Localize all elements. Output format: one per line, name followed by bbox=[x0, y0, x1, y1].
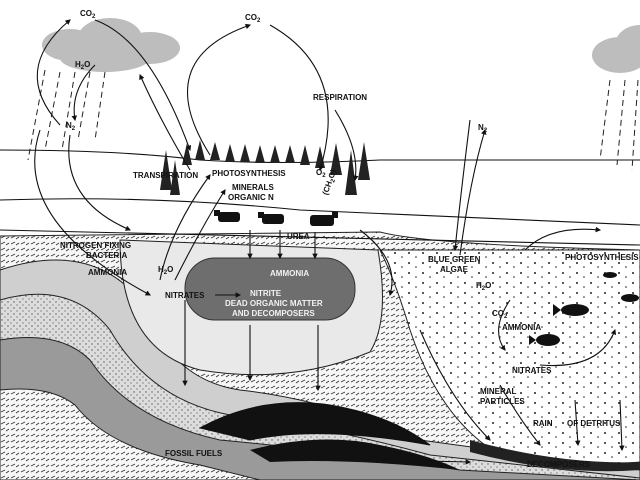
label-minerals: MINERALS bbox=[232, 183, 274, 192]
label-nitrates-lake: NITRATES bbox=[512, 366, 552, 375]
svg-text:H2O: H2O bbox=[476, 281, 491, 292]
lake-bed-dots bbox=[470, 440, 640, 472]
label-h2o-lake: H bbox=[476, 281, 482, 290]
label-ammonia-lake: AMMONIA bbox=[502, 323, 541, 332]
label-mineral: MINERAL bbox=[480, 387, 517, 396]
label-ammonia-land: AMMONIA bbox=[88, 268, 127, 277]
label-bacteria: BACTERIA bbox=[86, 251, 128, 260]
label-of-detritus: OF DETRITUS bbox=[567, 419, 621, 428]
svg-text:CO2: CO2 bbox=[245, 13, 261, 24]
label-rain: RAIN bbox=[533, 419, 553, 428]
svg-text:CO2: CO2 bbox=[492, 309, 508, 320]
rain-right bbox=[599, 79, 639, 171]
cloud-right bbox=[592, 25, 640, 73]
cattle bbox=[214, 210, 338, 226]
label-h2o-land: H bbox=[158, 265, 164, 274]
fossil-fuel-deposit bbox=[198, 402, 431, 446]
label-transpiration: TRANSPIRATION bbox=[133, 171, 198, 180]
cycle-arrows bbox=[34, 19, 625, 465]
label-h2o-cloud: H bbox=[75, 60, 81, 69]
label-decomposers-lake: DECOMPOSERS bbox=[527, 460, 591, 469]
cloud-left bbox=[42, 18, 180, 72]
label-nitrite: NITRITE bbox=[250, 289, 282, 298]
rain-left bbox=[27, 69, 106, 161]
deep-layer bbox=[0, 388, 261, 480]
svg-text:CO2: CO2 bbox=[80, 9, 96, 20]
label-dead-organic: DEAD ORGANIC MATTER bbox=[225, 299, 323, 308]
fossil-fuel-lower bbox=[250, 439, 460, 470]
label-n2-left: N bbox=[66, 121, 72, 130]
label-fossil-fuels: FOSSIL FUELS bbox=[165, 449, 223, 458]
label-co2-top: CO bbox=[245, 13, 257, 22]
label-photosynthesis-lake: PHOTOSYNTHESIS bbox=[565, 253, 639, 262]
diagram-labels: CO2 CO2 H2O N2 N2 RESPIRATION TRANSPIRAT… bbox=[60, 9, 639, 469]
svg-text:H2O: H2O bbox=[75, 60, 90, 71]
label-decomposers-soil: AND DECOMPOSERS bbox=[232, 309, 315, 318]
label-nitrates-land: NITRATES bbox=[165, 291, 205, 300]
svg-text:O2: O2 bbox=[316, 168, 326, 179]
svg-text:N2: N2 bbox=[478, 123, 488, 134]
lake bbox=[379, 249, 640, 472]
label-ammonia-soil: AMMONIA bbox=[270, 269, 309, 278]
label-nitrogen-fixing: NITROGEN FIXING bbox=[60, 241, 131, 250]
label-respiration: RESPIRATION bbox=[313, 93, 367, 102]
organic-matter-blob bbox=[184, 257, 356, 321]
label-organic-n: ORGANIC N bbox=[228, 193, 274, 202]
label-blue-green: BLUE GREEN bbox=[428, 255, 481, 264]
label-photosynthesis-land: PHOTOSYNTHESIS bbox=[212, 169, 286, 178]
label-particles: PARTICLES bbox=[480, 397, 525, 406]
label-urea: UREA bbox=[287, 232, 310, 241]
svg-text:N2: N2 bbox=[66, 121, 76, 132]
svg-text:H2O: H2O bbox=[158, 265, 173, 276]
label-co2-lake: CO bbox=[492, 309, 504, 318]
label-co2-left: CO bbox=[80, 9, 92, 18]
label-algae: ALGAE bbox=[440, 265, 469, 274]
label-n2-right: N bbox=[478, 123, 484, 132]
label-o2: O bbox=[316, 168, 322, 177]
fish bbox=[529, 272, 639, 346]
